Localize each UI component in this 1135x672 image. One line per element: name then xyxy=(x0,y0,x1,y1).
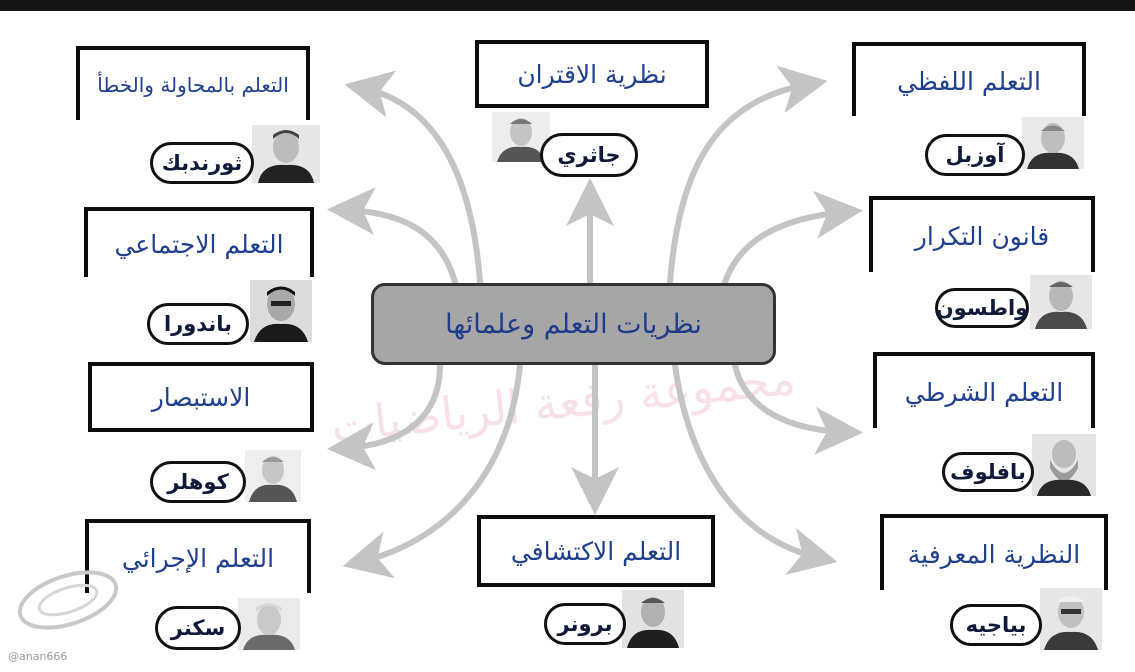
portrait-thorndike xyxy=(252,125,320,183)
theory-conditioning: التعلم الشرطي xyxy=(873,352,1095,428)
scientist-bandura: باندورا xyxy=(147,303,249,345)
scientist-ausubel: آوزبل xyxy=(925,134,1025,176)
arrow-to-operant xyxy=(342,362,523,579)
portrait-bandura xyxy=(250,280,312,342)
author-handle: @anan666 xyxy=(8,650,68,663)
theory-association: نظرية الاقتران xyxy=(475,40,709,108)
arrow-to-cognitive xyxy=(672,362,838,575)
portrait-skinner xyxy=(238,598,300,650)
scientist-skinner: سكنر xyxy=(155,606,241,650)
center-title-box: نظريات التعلم وعلمائها xyxy=(371,283,776,365)
portrait-pavlov xyxy=(1032,434,1096,496)
corner-logo-stamp xyxy=(17,570,119,630)
theory-discovery: التعلم الاكتشافي xyxy=(477,515,715,587)
portrait-bruner xyxy=(622,590,684,648)
scientist-thorndike: ثورندبك xyxy=(150,142,254,184)
portrait-kohler xyxy=(245,450,301,502)
arrow-to-social xyxy=(327,187,458,285)
scientist-guthrie: جاثري xyxy=(540,133,638,177)
theory-social: التعلم الاجتماعي xyxy=(84,207,314,277)
theory-verbal: التعلم اللفظي xyxy=(852,42,1086,116)
arrow-to-repetition xyxy=(722,190,863,285)
arrow-to-trial-error xyxy=(344,70,483,285)
scientist-piaget: بياجيه xyxy=(950,604,1042,646)
theory-cognitive: النظرية المعرفية xyxy=(880,514,1108,590)
arrow-to-verbal xyxy=(667,65,828,285)
top-border-bar xyxy=(0,0,1135,11)
scientist-watson: واطسون xyxy=(935,288,1029,328)
theory-operant: التعلم الإجرائي xyxy=(85,519,311,593)
theory-trial-error: التعلم بالمحاولة والخطأ xyxy=(76,46,310,120)
portrait-watson xyxy=(1030,275,1092,329)
arrow-to-conditioning xyxy=(732,362,863,455)
portrait-piaget xyxy=(1040,588,1102,650)
scientist-bruner: برونر xyxy=(544,603,626,645)
theory-repetition: قانون التكرار xyxy=(869,196,1095,272)
scientist-kohler: كوهلر xyxy=(150,461,246,503)
scientist-pavlov: بافلوف xyxy=(942,452,1034,492)
arrow-to-insight xyxy=(327,362,443,471)
portrait-ausubel xyxy=(1022,117,1084,169)
theory-insight: الاستبصار xyxy=(88,362,314,432)
